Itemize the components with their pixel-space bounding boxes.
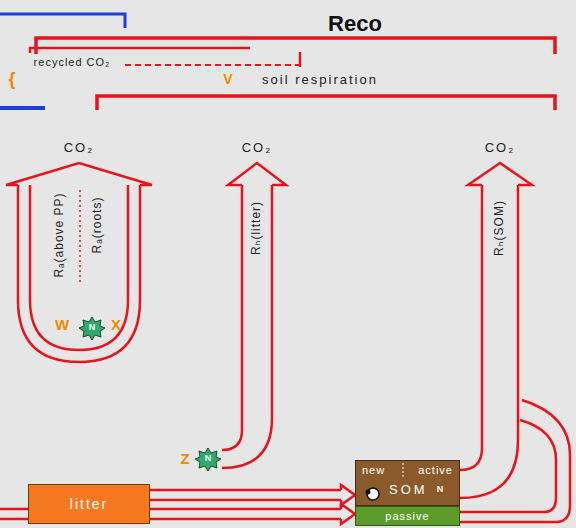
brackets (30, 38, 555, 110)
nitrogen-label: N (205, 454, 212, 464)
dotted-divider (79, 190, 81, 282)
flux-label: Rₐ(roots) (91, 197, 104, 254)
arrow-head (468, 163, 532, 185)
flux-label: Rₕ(SOM) (493, 200, 506, 256)
flux-label: Rₐ(above PP) (53, 192, 66, 277)
node-text: passive (385, 510, 429, 522)
passive-arrow (460, 420, 556, 512)
recycled-dashed-line (125, 64, 300, 66)
node-text: SOM (389, 482, 428, 497)
node-text: new (362, 464, 385, 476)
co2-label: CO₂ (242, 141, 273, 155)
blue-lines (0, 14, 125, 108)
blue-line (0, 106, 45, 110)
passive-band: passive (355, 506, 460, 526)
passive-arrow (460, 400, 570, 522)
som-box: new activeSOM (355, 460, 460, 506)
nitrogen-label: N (437, 485, 444, 495)
litter-respiration-arrow (222, 185, 242, 450)
nitrogen-star (79, 317, 105, 340)
organism-eye (366, 490, 371, 495)
flow-arrow (150, 485, 355, 505)
brace-mark: { (8, 70, 15, 90)
reco-bracket (36, 38, 555, 54)
total-label: Reco (320, 12, 390, 36)
arrow-head (6, 163, 152, 185)
som-respiration-arrow (460, 185, 518, 498)
co2-label: CO₂ (64, 141, 95, 155)
dotted-divider (403, 463, 404, 479)
litter-box: litter (28, 484, 150, 524)
nitrogen-star (195, 448, 221, 471)
flux-label: soil respiration (262, 73, 378, 87)
flux-label: recycled CO₂ (34, 56, 111, 68)
callout-letter: Z (180, 451, 189, 468)
flux-label: Rₕ(litter) (250, 201, 263, 255)
autotrophic-arrow (18, 185, 140, 362)
nitrogen-label: N (89, 323, 96, 333)
callout-letter: X (111, 317, 121, 334)
node-text: litter (70, 496, 108, 512)
arrow-head (228, 163, 286, 185)
callout-letter: V (223, 72, 232, 87)
flux-arrows (0, 163, 570, 524)
soil-respiration-bracket (97, 96, 555, 110)
blue-line (0, 14, 125, 28)
node-text: active (418, 464, 453, 476)
recycled-bracket (30, 48, 250, 53)
co2-label: CO₂ (485, 141, 516, 155)
litter-respiration-arrow (222, 185, 272, 468)
recycled-tick (299, 52, 302, 67)
som-respiration-arrow (460, 185, 482, 470)
autotrophic-arrow (30, 185, 128, 350)
callout-letter: W (55, 317, 69, 334)
